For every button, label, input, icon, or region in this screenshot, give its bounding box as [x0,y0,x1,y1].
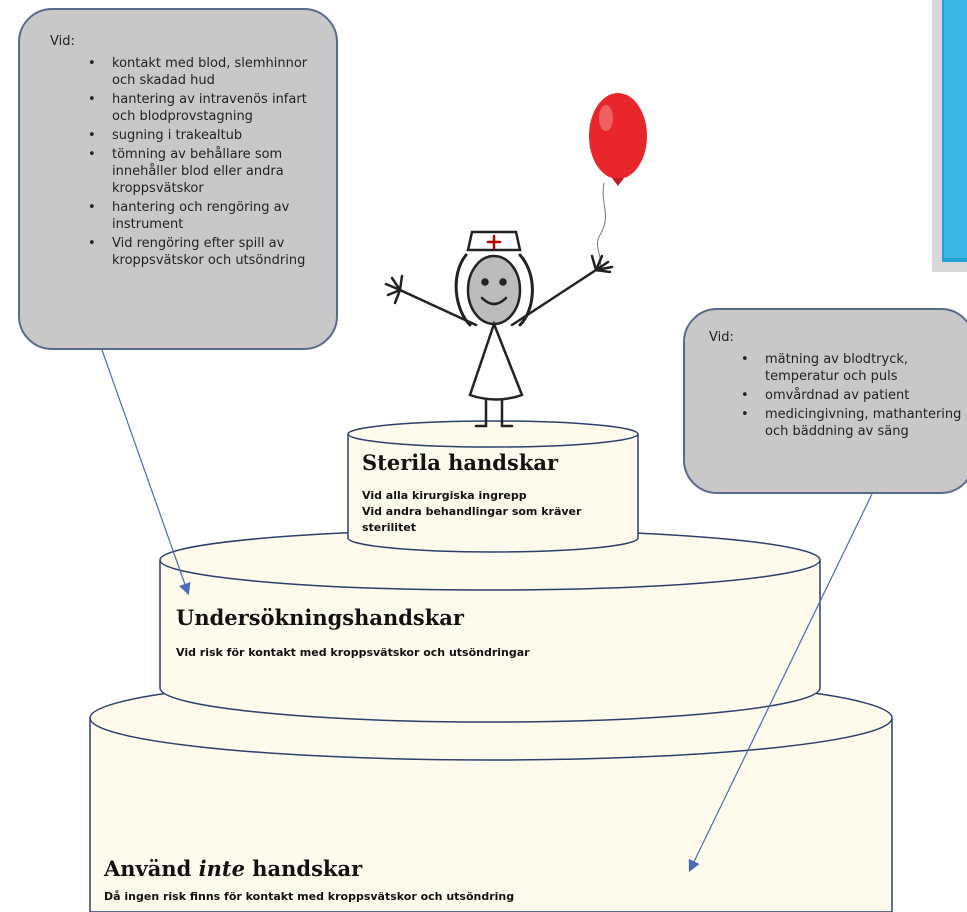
top-tier-line: Vid andra behandlingar som kräver steril… [362,505,582,534]
bottom-tier-title: Använd inte handskar [104,856,362,881]
corner-image-fragment [932,0,967,272]
bottom-title-part: Använd [104,856,199,881]
top-tier-text: Vid alla kirurgiska ingrepp Vid andra be… [362,488,622,536]
left-callout-heading: Vid: [50,34,75,49]
list-item: sugning i trakealtub [88,127,332,144]
top-tier [347,420,639,553]
right-callout-arrow [688,493,873,873]
balloon-icon [589,93,647,273]
list-item: medicingivning, mathantering och bäddnin… [741,406,967,440]
list-item: Vid rengöring efter spill av kroppsvätsk… [88,235,332,269]
right-callout-heading: Vid: [709,330,734,345]
list-item: kontakt med blod, slemhinnor och skadad … [88,55,332,89]
bottom-tier-text: Då ingen risk finns för kontakt med krop… [104,890,515,903]
list-item: omvårdnad av patient [741,387,967,404]
top-tier-line: Vid alla kirurgiska ingrepp [362,489,527,502]
bottom-title-emphasis: inte [198,856,245,881]
middle-tier [159,529,821,723]
list-item: hantering och rengöring av instrument [88,199,332,233]
list-item: hantering av intravenös infart och blodp… [88,91,332,125]
middle-tier-text: Vid risk för kontakt med kroppsvätskor o… [176,646,530,659]
left-callout: Vid: kontakt med blod, slemhinnor och sk… [18,8,338,350]
left-callout-list: kontakt med blod, slemhinnor och skadad … [88,55,332,271]
list-item: tömning av behållare som innehåller blod… [88,146,332,197]
top-tier-title: Sterila handskar [362,450,559,475]
right-callout: Vid: mätning av blodtryck, temperatur oc… [683,308,967,494]
list-item: mätning av blodtryck, temperatur och pul… [741,351,967,385]
left-callout-arrow [101,349,191,596]
bottom-title-part: handskar [244,856,363,881]
nurse-figure-icon [384,230,614,428]
middle-tier-title: Undersökningshandskar [176,605,464,630]
right-callout-list: mätning av blodtryck, temperatur och pul… [741,351,967,442]
